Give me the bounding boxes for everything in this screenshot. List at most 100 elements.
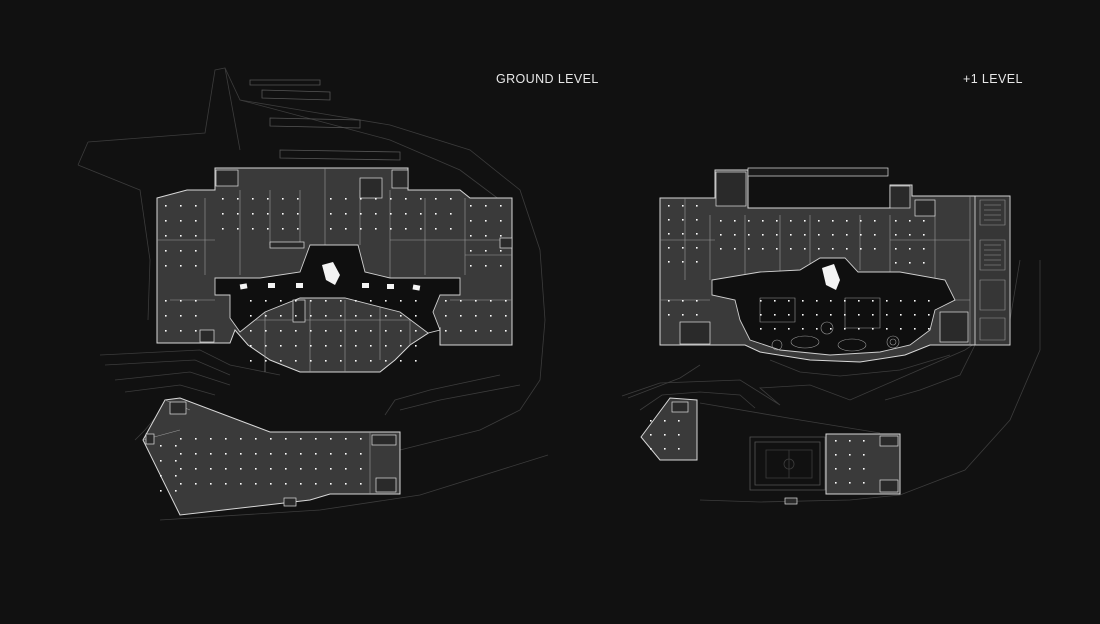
column-dot [265, 315, 267, 317]
column-dot [360, 228, 362, 230]
column-dot [668, 300, 670, 302]
column-dot [252, 198, 254, 200]
column-dot [790, 220, 792, 222]
column-dot [460, 330, 462, 332]
column-dot [210, 483, 212, 485]
column-dot [240, 483, 242, 485]
column-dot [830, 314, 832, 316]
column-dot [668, 247, 670, 249]
column-dot [370, 360, 372, 362]
column-dot [270, 438, 272, 440]
column-dot [250, 360, 252, 362]
column-dot [849, 454, 851, 456]
column-dot [297, 213, 299, 215]
column-dot [415, 345, 417, 347]
column-dot [668, 219, 670, 221]
column-dot [300, 483, 302, 485]
column-dot [849, 440, 851, 442]
column-dot [470, 235, 472, 237]
column-dot [355, 315, 357, 317]
column-dot [180, 483, 182, 485]
column-dot [863, 454, 865, 456]
column-dot [180, 265, 182, 267]
column-dot [435, 213, 437, 215]
column-dot [195, 205, 197, 207]
column-dot [490, 300, 492, 302]
column-dot [668, 205, 670, 207]
column-dot [385, 315, 387, 317]
column-dot [874, 248, 876, 250]
column-dot [832, 248, 834, 250]
column-dot [280, 360, 282, 362]
column-dot [914, 314, 916, 316]
column-dot [445, 330, 447, 332]
column-dot [914, 300, 916, 302]
column-dot [420, 213, 422, 215]
column-dot [330, 213, 332, 215]
ground-south-partitions [142, 399, 397, 507]
column-dot [295, 330, 297, 332]
column-dot [267, 198, 269, 200]
column-dot [165, 315, 167, 317]
column-dot [774, 314, 776, 316]
column-dot [175, 475, 177, 477]
column-dot [668, 314, 670, 316]
column-dot [734, 220, 736, 222]
column-dot [844, 314, 846, 316]
column-dot [804, 248, 806, 250]
column-dot [375, 213, 377, 215]
column-dot [225, 468, 227, 470]
column-dot [255, 453, 257, 455]
column-dot [835, 454, 837, 456]
column-dot [210, 438, 212, 440]
column-dot [195, 235, 197, 237]
column-dot [874, 220, 876, 222]
column-dot [252, 213, 254, 215]
column-dot [760, 314, 762, 316]
column-dot [315, 468, 317, 470]
column-dot [650, 434, 652, 436]
column-dot [788, 328, 790, 330]
column-dot [195, 265, 197, 267]
column-dot [310, 315, 312, 317]
column-dot [195, 250, 197, 252]
column-dot [370, 300, 372, 302]
column-dot [160, 475, 162, 477]
column-dot [225, 453, 227, 455]
column-dot [325, 330, 327, 332]
column-dot [310, 360, 312, 362]
ground-cores [199, 169, 513, 343]
column-dot [195, 315, 197, 317]
column-dot [734, 234, 736, 236]
column-dot [222, 228, 224, 230]
column-dot [250, 330, 252, 332]
column-dot [270, 453, 272, 455]
column-dot [280, 330, 282, 332]
column-dot [330, 468, 332, 470]
ground-site-lines [77, 67, 549, 521]
column-dot [696, 261, 698, 263]
column-dot [195, 483, 197, 485]
column-dot [237, 198, 239, 200]
column-dot [355, 330, 357, 332]
column-dot [788, 314, 790, 316]
column-dot [160, 490, 162, 492]
column-dot [832, 220, 834, 222]
column-dot [355, 300, 357, 302]
column-dot [330, 198, 332, 200]
ground-atrium [214, 244, 461, 334]
column-dot [340, 315, 342, 317]
column-dot [816, 314, 818, 316]
column-dot [475, 315, 477, 317]
column-dot [500, 205, 502, 207]
column-dot [285, 468, 287, 470]
column-dot [250, 345, 252, 347]
column-dot [315, 438, 317, 440]
column-dot [886, 314, 888, 316]
column-dot [175, 490, 177, 492]
column-dot [390, 228, 392, 230]
column-dot [165, 235, 167, 237]
column-dot [505, 315, 507, 317]
column-dot [370, 315, 372, 317]
column-dot [285, 453, 287, 455]
